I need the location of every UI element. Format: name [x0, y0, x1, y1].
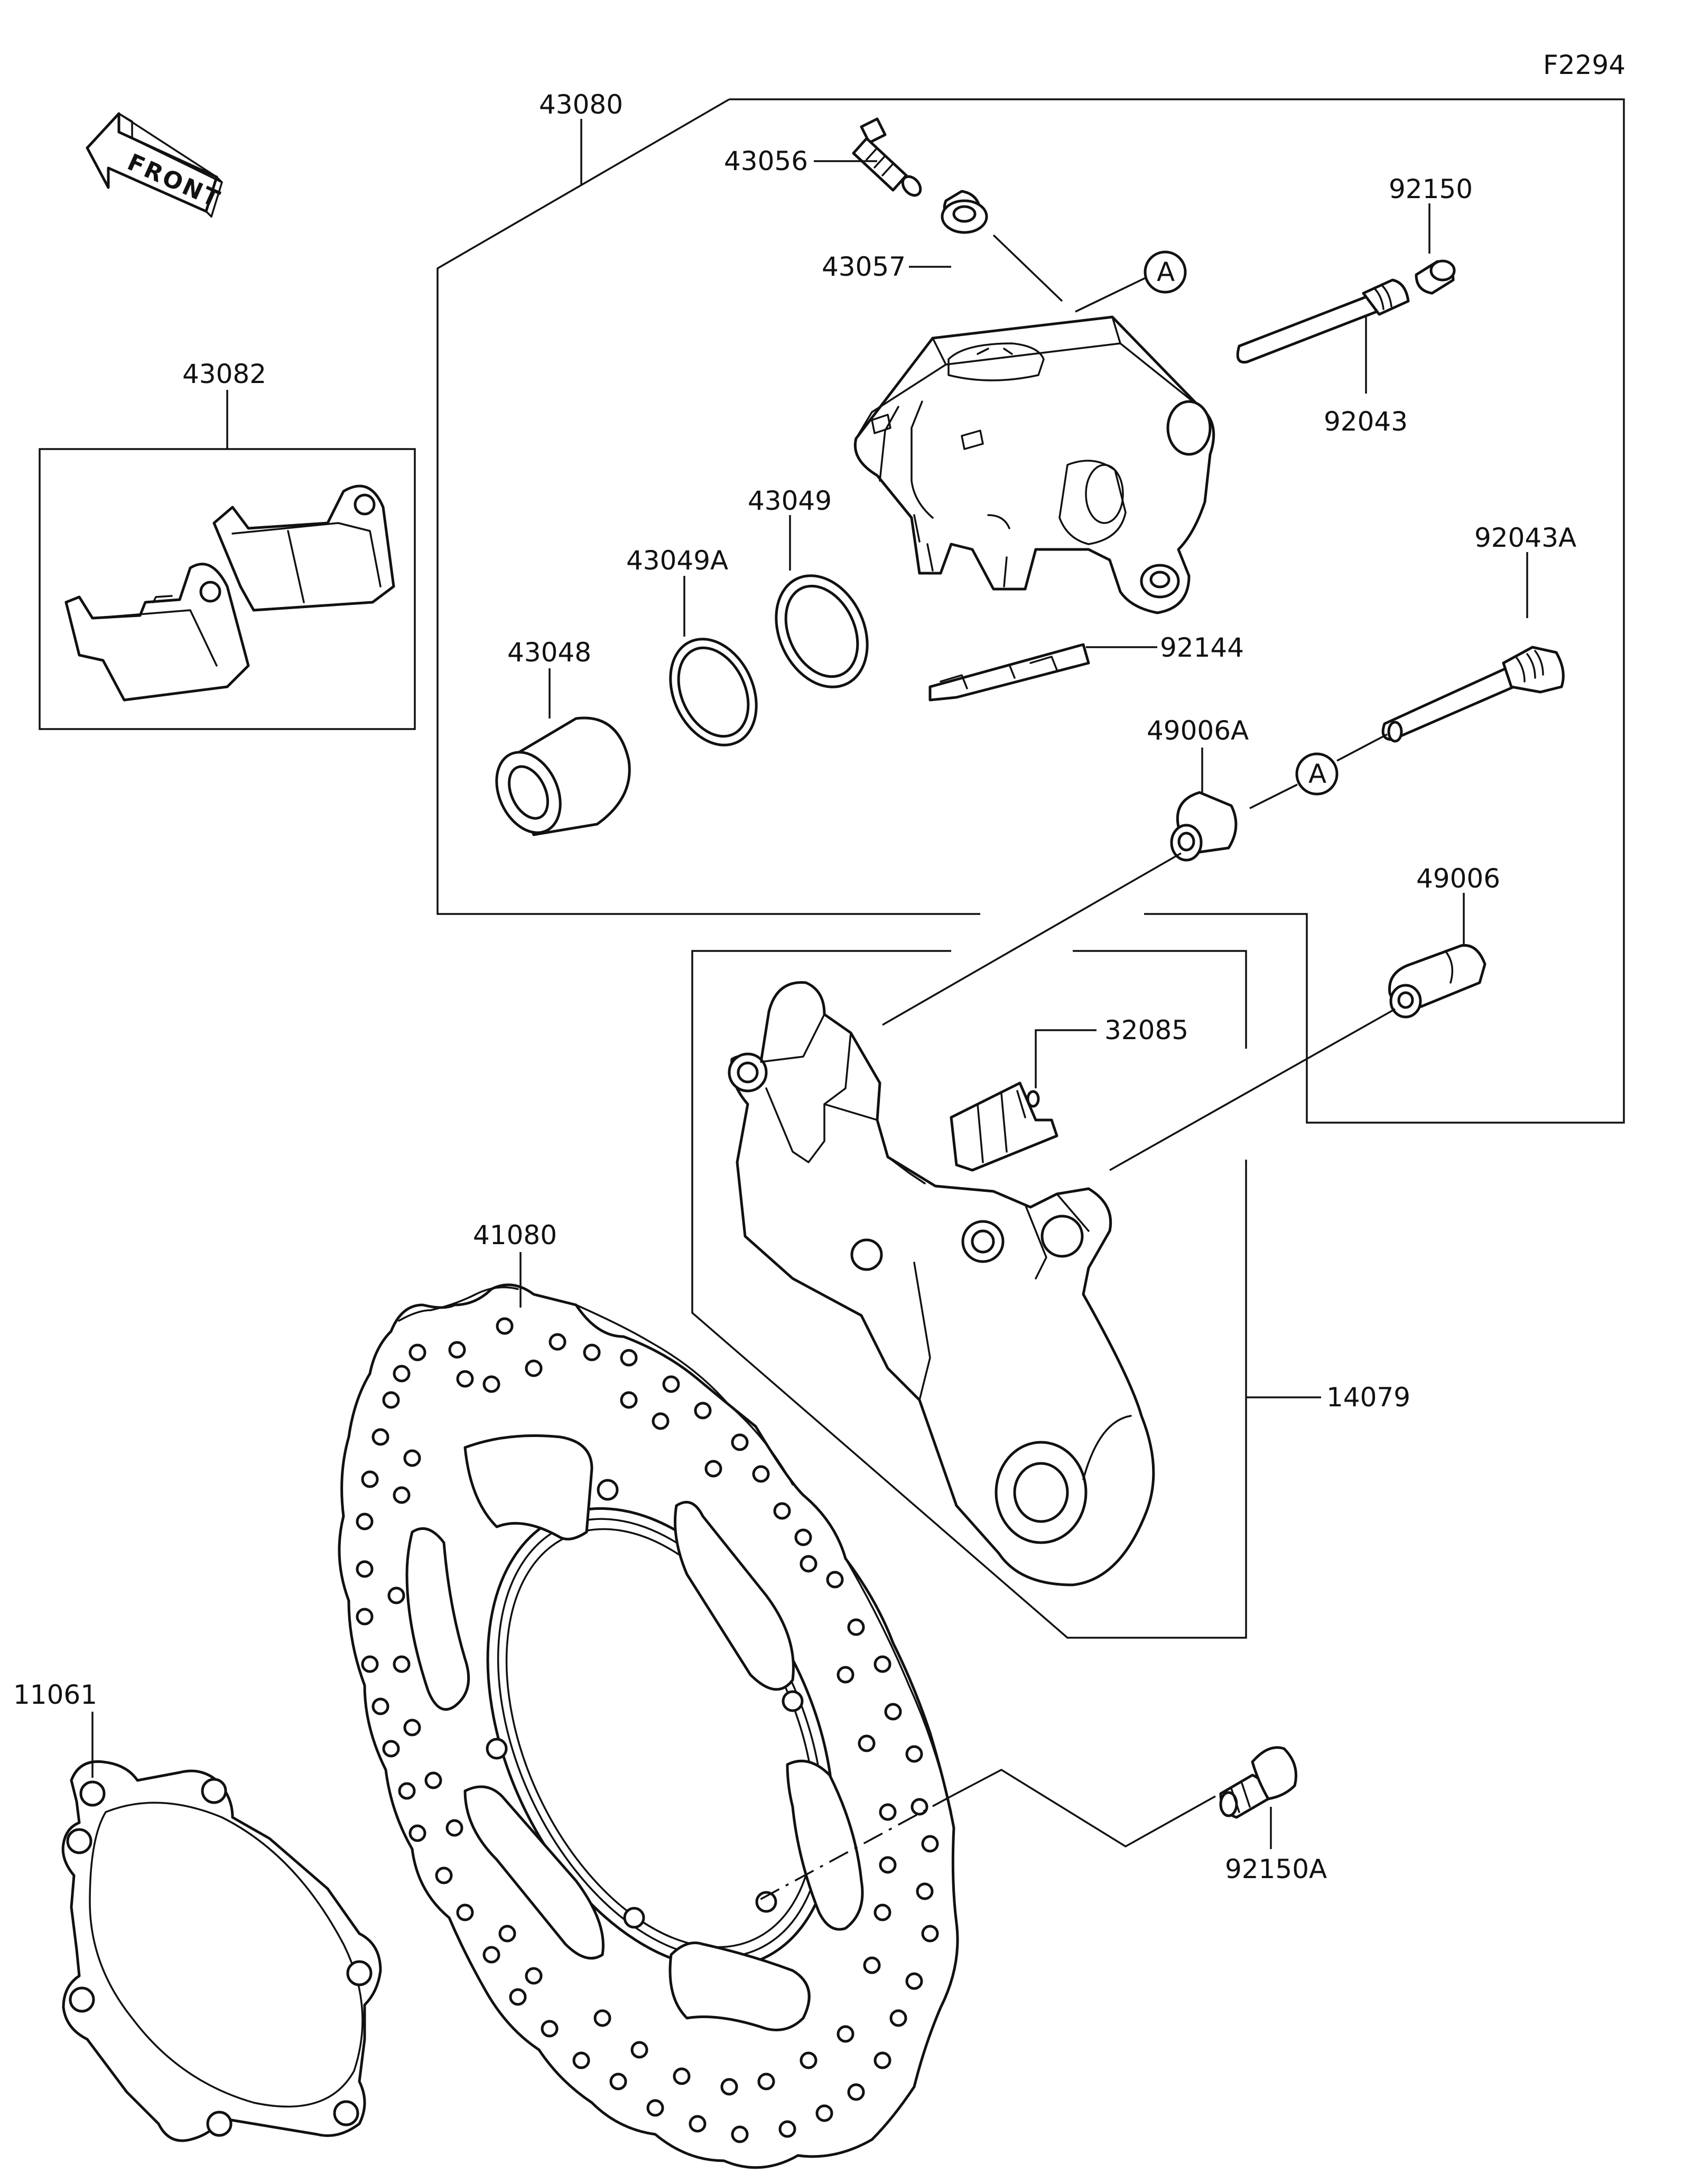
main-slide-pin — [1381, 646, 1565, 743]
part-number: 14079 — [1326, 1382, 1410, 1413]
bracket-pin — [1388, 944, 1486, 1019]
part-number: 43082 — [182, 359, 266, 389]
part-number: 92144 — [1160, 632, 1244, 663]
piston — [495, 716, 631, 836]
reference-marker-a-bottom: A — [1249, 733, 1388, 809]
bracket-frame — [691, 950, 1247, 1639]
part-number: 11061 — [13, 1679, 97, 1710]
part-number: 43049A — [626, 545, 728, 576]
part-number: 43056 — [724, 146, 808, 176]
part-number: 49006 — [1416, 863, 1500, 894]
brake-pad-front — [64, 563, 250, 702]
part-number: 92043 — [1324, 406, 1408, 437]
brake-pad-rear — [212, 484, 395, 612]
bleeder-cap — [941, 190, 988, 234]
caliper-assembly-frame — [729, 98, 1625, 1124]
part-number: 43080 — [539, 89, 623, 120]
piston-seal — [775, 574, 869, 688]
svg-text:A: A — [1157, 257, 1175, 287]
reference-marker-a-top: A — [1075, 250, 1187, 313]
slide-pin — [1236, 278, 1410, 364]
part-number: 41080 — [473, 1220, 557, 1250]
part-number: 43057 — [822, 251, 906, 282]
part-number: 43049 — [748, 486, 832, 516]
pad-spring — [928, 643, 1090, 702]
disc-gasket — [61, 1760, 382, 2142]
disc-bolt — [1219, 1746, 1297, 1819]
pin-bushing — [1170, 791, 1238, 862]
brake-disc — [338, 1283, 959, 2169]
dust-seal — [669, 638, 758, 746]
part-number: 92150A — [1225, 1854, 1327, 1884]
part-number: 32085 — [1104, 1015, 1188, 1046]
figure-code: F2294 — [1543, 50, 1625, 80]
part-number: 49006A — [1147, 715, 1249, 746]
front-arrow-icon: FRONT — [86, 112, 225, 218]
disc-drill-holes — [356, 1317, 939, 2143]
part-number: 92150 — [1389, 174, 1473, 204]
part-number: 92043A — [1474, 522, 1576, 553]
svg-text:A: A — [1308, 759, 1326, 789]
caliper-body — [853, 315, 1215, 614]
caliper-bracket — [728, 981, 1155, 1586]
pin-boot — [1415, 259, 1456, 295]
part-number: 43048 — [507, 637, 591, 668]
bleeder-screw — [852, 117, 922, 197]
pad-clip — [950, 1081, 1058, 1172]
